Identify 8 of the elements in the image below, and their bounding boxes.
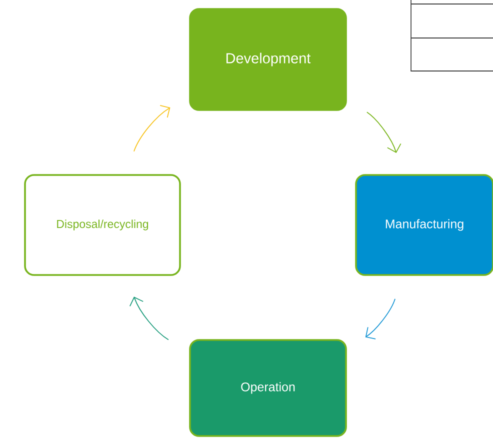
process-box: Operation <box>189 339 347 437</box>
arrow <box>129 296 169 340</box>
process-box: Development <box>189 8 347 111</box>
process-box: Manufacturing <box>355 174 493 276</box>
arrow <box>134 105 170 152</box>
arrow <box>366 112 402 153</box>
arrow <box>365 298 396 340</box>
process-box: Disposal/recycling <box>24 174 181 276</box>
